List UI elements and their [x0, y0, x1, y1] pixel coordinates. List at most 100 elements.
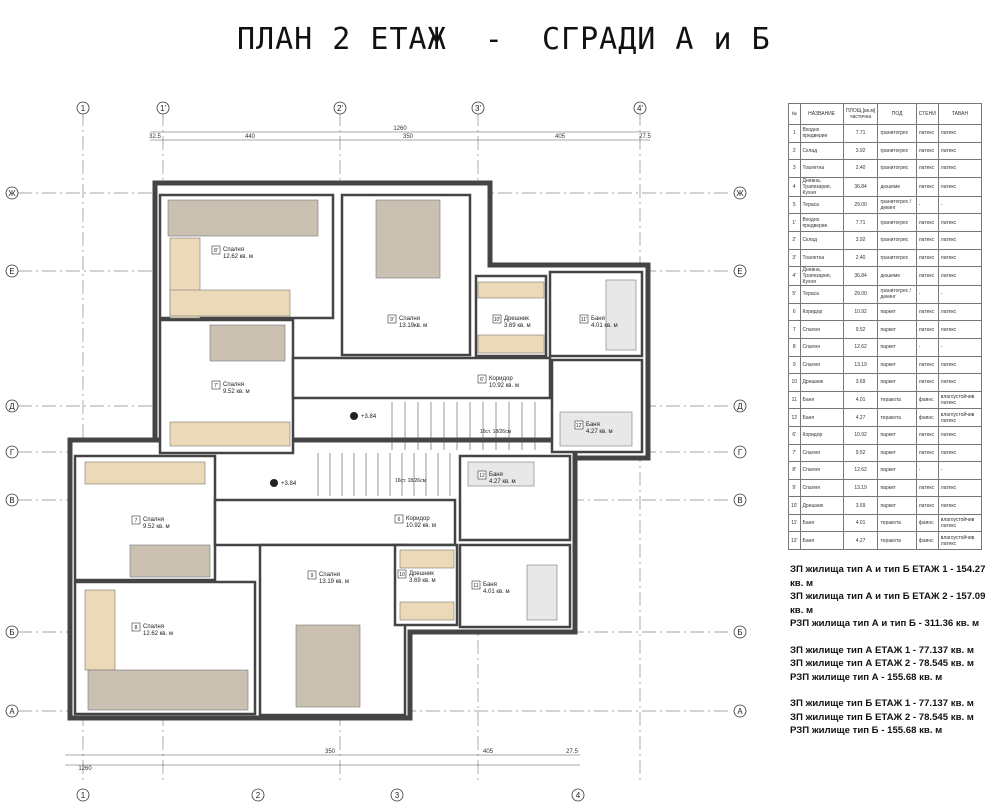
room-name: Спалня: [223, 382, 244, 388]
table-cell: 8': [788, 461, 801, 480]
summary-line: РЗП жилище тип Б - 155.68 кв. м: [790, 725, 943, 736]
table-cell: гранитогрес: [877, 230, 917, 250]
table-cell: Тоалетна: [799, 248, 844, 268]
table-cell: латекс: [937, 496, 983, 515]
table-cell: паркет: [877, 337, 917, 357]
table-cell: Баня: [799, 408, 844, 427]
table-cell: Дневна, Трапезария, Кухня: [799, 176, 844, 197]
table-cell: 11': [788, 513, 801, 533]
room-area: 4.27 кв. м: [586, 429, 613, 435]
table-cell: 9.52: [842, 443, 879, 463]
furniture: [477, 334, 545, 354]
room: [291, 356, 552, 400]
table-cell: Дневна, Трапезария, Кухня: [799, 266, 844, 287]
table-cell: латекс: [937, 248, 983, 268]
table-cell: 10.92: [842, 425, 879, 445]
summary-line: РЗП жилища тип А и тип Б - 311.36 кв. м: [790, 618, 980, 629]
axis-bubble: [633, 101, 647, 115]
axis-label: Б: [737, 628, 742, 637]
axis-bubble: [5, 399, 19, 413]
summary-line: ЗП жилище тип А ЕТАЖ 1 - 77.137 кв. м: [790, 644, 974, 656]
room-name: Спалня: [143, 624, 164, 630]
axis-label: 3: [395, 791, 400, 800]
table-cell: латекс: [915, 355, 939, 375]
room-number: 7': [214, 383, 218, 389]
furniture: [559, 411, 633, 447]
summary-line: ЗП жилища тип А и тип Б ЕТАЖ 1 - 154.27 …: [790, 564, 986, 589]
axis-bubble: [333, 101, 347, 115]
furniture: [526, 564, 558, 621]
room-number-box: [211, 245, 221, 255]
table-cell: 4: [788, 176, 801, 197]
room-number-box: [397, 569, 407, 579]
room-number-box: [579, 314, 589, 324]
axis-bubble: [733, 399, 747, 413]
table-cell: латекс: [937, 302, 983, 322]
table-cell: -: [915, 195, 939, 215]
table-cell: фаянс: [915, 390, 939, 410]
furniture: [84, 461, 206, 485]
room-area: 4.27 кв. м: [489, 479, 516, 485]
table-cell: 9.52: [842, 320, 879, 339]
table-cell: 9': [788, 478, 801, 498]
room-area: 10.92 кв. м: [406, 523, 436, 529]
room-number-box: [394, 514, 404, 524]
table-cell: 7: [788, 320, 801, 339]
table-cell: теракота: [877, 408, 917, 427]
table-cell: латекс: [915, 230, 939, 250]
table-cell: 4.01: [842, 390, 879, 410]
table-cell: Спалня: [799, 461, 844, 480]
table-cell: 3.92: [842, 230, 879, 250]
room-number-box: [387, 314, 397, 324]
level-markers: +3.84 +3.84 16ст. 18/26см 16ст. 18/26см: [270, 412, 512, 487]
table-cell: латекс: [937, 159, 983, 178]
room-number: 11: [473, 583, 478, 589]
table-cell: латекс: [915, 124, 939, 143]
axis-bubble: [733, 493, 747, 507]
room-area: 3.69 кв. м: [409, 578, 436, 584]
table-cell: -: [915, 285, 939, 304]
room-number-box: [492, 314, 502, 324]
table-cell: 8: [788, 337, 801, 357]
table-cell: 5: [788, 195, 801, 215]
dimension-label: 1260: [393, 126, 407, 132]
room-number: 10': [494, 317, 501, 323]
table-cell: 5': [788, 285, 801, 304]
axis-label: Е: [737, 267, 742, 276]
axis-bubble: [251, 788, 265, 802]
table-cell: 3.69: [842, 373, 879, 392]
table-cell: латекс: [915, 496, 939, 515]
table-cell: фаянс: [915, 513, 939, 533]
table-cell: 11: [788, 390, 801, 410]
table-cell: Спалня: [799, 478, 844, 498]
table-cell: 10': [788, 496, 801, 515]
table-cell: латекс: [937, 176, 983, 197]
furniture: [169, 289, 291, 317]
furniture: [295, 624, 361, 708]
axis-bubble: [5, 625, 19, 639]
table-cell: теракота: [877, 513, 917, 533]
summary-line: ЗП жилище тип А ЕТАЖ 2 - 78.545 кв. м: [790, 658, 974, 669]
table-cell: Дрешник: [799, 496, 844, 515]
table-header-cell: ПЛОЩ.[кв.м] частична: [842, 103, 879, 125]
axis-bubble: [5, 264, 19, 278]
table-cell: фаянс: [915, 531, 939, 551]
room-number: 11': [581, 317, 587, 323]
table-cell: 10.92: [842, 302, 879, 322]
table-cell: латекс: [915, 443, 939, 463]
area-summary: ЗП жилища тип А и тип Б ЕТАЖ 1 - 154.27 …: [790, 563, 1000, 738]
axis-label: Г: [10, 448, 15, 457]
room-number: 7: [135, 518, 138, 524]
table-cell: 13.19: [842, 478, 879, 498]
furniture: [399, 601, 455, 621]
table-cell: влагоустойчив латекс: [937, 390, 983, 410]
